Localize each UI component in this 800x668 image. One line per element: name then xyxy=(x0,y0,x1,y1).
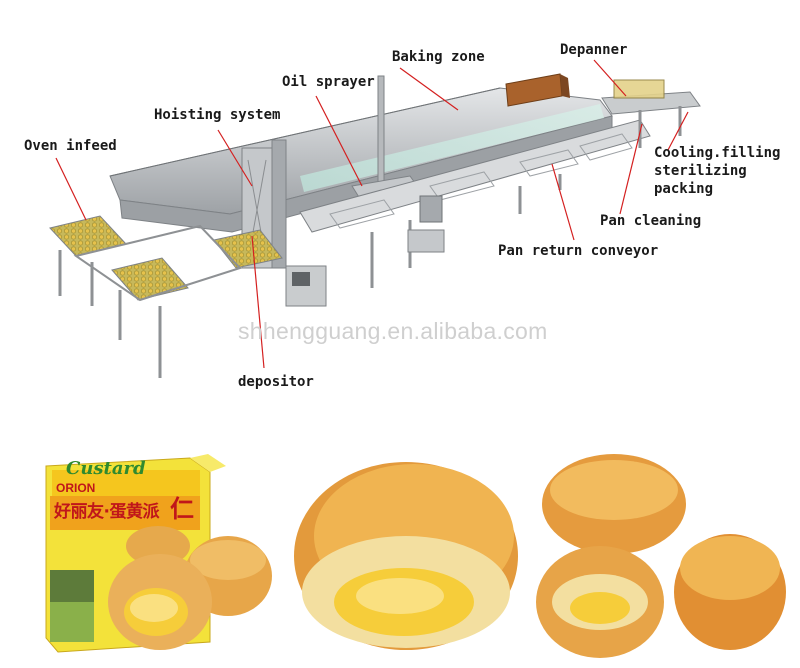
callout-arrows xyxy=(55,59,689,369)
arrow-cooling xyxy=(667,111,689,151)
arrow-oven-infeed xyxy=(55,157,87,221)
watermark: shhengguang.en.alibaba.com xyxy=(238,318,548,344)
label-oven-infeed: Oven infeed xyxy=(24,138,117,154)
depositor-cabinet xyxy=(285,265,327,307)
arrow-pan-cleaning xyxy=(619,123,643,215)
box-badge: 仁 xyxy=(170,495,194,523)
cut-cake-photo xyxy=(294,462,518,650)
arrow-oil-sprayer xyxy=(315,95,363,187)
arrow-depanner xyxy=(593,59,627,97)
arrow-pan-return xyxy=(551,163,575,241)
label-pan-cleaning: Pan cleaning xyxy=(600,213,702,229)
production-line-diagram xyxy=(49,59,701,378)
product-box-photo xyxy=(45,454,272,653)
box-brand-logo: ORION xyxy=(56,481,96,495)
three-cakes-photo xyxy=(536,454,786,658)
oven-control-box xyxy=(505,73,570,107)
label-hoisting-system: Hoisting system xyxy=(154,107,281,123)
box-brand-top: Custard xyxy=(66,458,146,479)
label-depanner: Depanner xyxy=(560,42,628,58)
pan-return-conveyor xyxy=(299,119,651,288)
depanner-unit xyxy=(601,79,701,148)
infeed-conveyor xyxy=(49,215,283,378)
arrow-hoisting xyxy=(217,129,253,187)
label-cooling-line-2: sterilizing xyxy=(654,163,747,179)
arrow-baking-zone xyxy=(399,67,459,111)
label-cooling-line-1: Cooling.filling xyxy=(654,145,781,161)
box-chinese-name: 好丽友·蛋黄派 xyxy=(54,502,159,522)
label-pan-return-conveyor: Pan return conveyor xyxy=(498,243,659,259)
label-baking-zone: Baking zone xyxy=(392,49,485,65)
label-cooling-line-3: packing xyxy=(654,181,714,197)
label-depositor: depositor xyxy=(238,374,314,390)
label-oil-sprayer: Oil sprayer xyxy=(282,74,375,90)
arrow-depositor xyxy=(251,235,265,369)
oven-tunnel xyxy=(109,87,613,233)
